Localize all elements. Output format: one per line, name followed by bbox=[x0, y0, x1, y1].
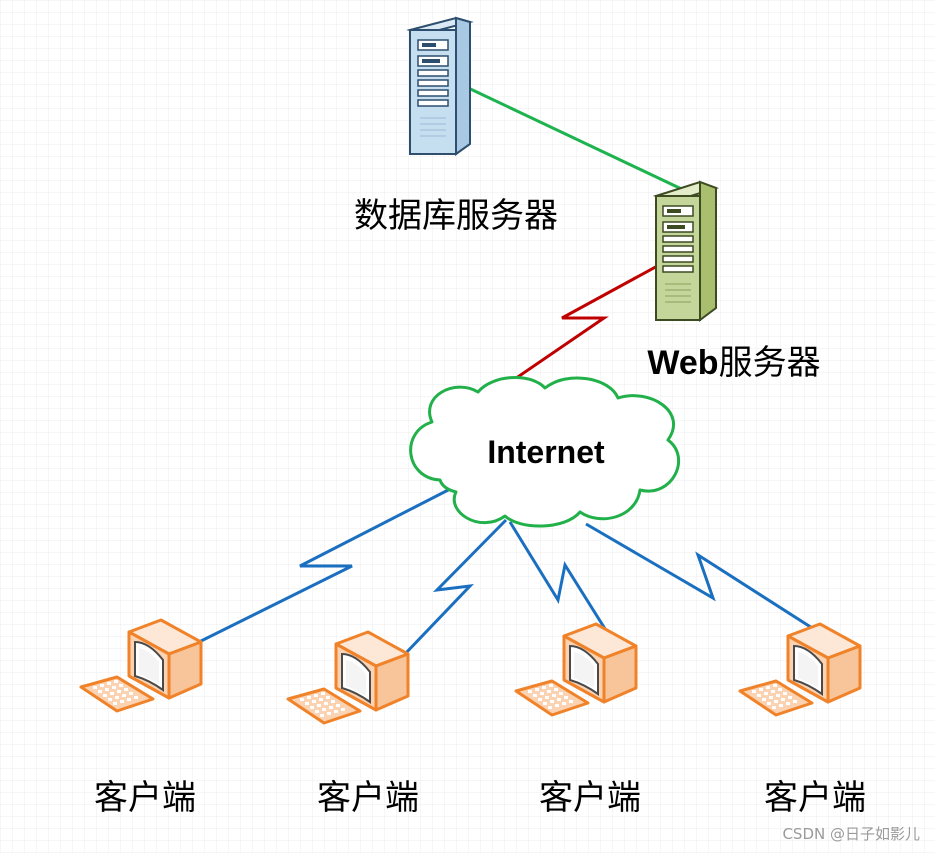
client-computer-icon-2 bbox=[286, 630, 410, 725]
internet-label: Internet bbox=[487, 434, 605, 470]
watermark: CSDN @日子如影儿 bbox=[782, 825, 920, 843]
client-computer-icon-4 bbox=[738, 622, 862, 717]
client-link-1 bbox=[196, 484, 457, 645]
client-link-2 bbox=[402, 518, 508, 657]
web-server-icon bbox=[652, 180, 720, 322]
client-computer-icon-1 bbox=[79, 618, 203, 713]
client-label-1: 客户端 bbox=[94, 778, 196, 818]
client-computer-icon-3 bbox=[514, 622, 638, 717]
client-link-3 bbox=[508, 521, 614, 641]
web-to-internet-link bbox=[505, 250, 684, 387]
database-server-icon bbox=[406, 16, 474, 156]
db-to-web-link bbox=[461, 83, 691, 195]
internet-cloud-icon bbox=[409, 376, 680, 528]
client-label-2: 客户端 bbox=[317, 778, 419, 818]
web-server-label-rest: 服务器 bbox=[719, 343, 821, 383]
database-server-label: 数据库服务器 bbox=[354, 196, 558, 236]
web-server-label: Web服务器 bbox=[647, 343, 820, 383]
client-link-4 bbox=[585, 522, 821, 635]
client-label-3: 客户端 bbox=[539, 778, 641, 818]
client-label-4: 客户端 bbox=[764, 778, 866, 818]
web-server-label-bold: Web bbox=[647, 344, 718, 382]
